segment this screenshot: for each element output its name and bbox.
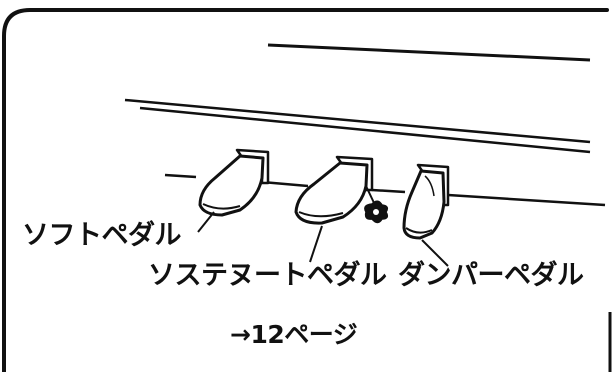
keyboard-edge-line [267,43,591,62]
soft-pedal-label: ソフトペダル [22,220,182,251]
cabinet-line-upper [124,98,591,144]
soft-pedal [198,148,270,217]
leader-line-sostenuto [309,225,323,263]
pedal-box-edge-4 [447,193,606,207]
damper-pedal-label: ダンパーペダル [398,260,584,291]
diagram-frame [2,8,609,372]
leader-line-soft [197,211,215,233]
pedal-box-edge-2 [261,180,309,188]
sostenuto-pedal-label: ソステヌートペダル [148,260,387,291]
sostenuto-pedal [294,155,374,225]
pedal-box-edge [164,173,197,179]
pedal-box-edge-3 [371,188,406,194]
page-reference-label: →12ページ [230,320,358,349]
damper-pedal [402,163,450,240]
cabinet-line-lower [139,106,591,154]
adjuster-knob-icon [364,185,389,224]
leader-line-damper [421,239,449,267]
